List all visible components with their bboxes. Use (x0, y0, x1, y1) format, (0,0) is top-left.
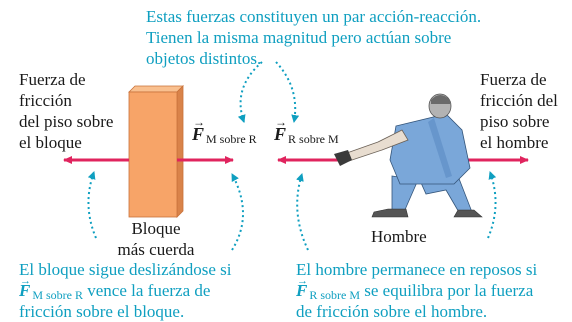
vector-symbol: F (296, 281, 308, 300)
bottom-left-line2-text: vence la fuerza de (87, 281, 211, 300)
block-label-line2: más cuerda (117, 240, 195, 259)
vector-arrow-glyph: → (297, 275, 308, 287)
right-friction-line1: Fuerza de (480, 70, 547, 89)
man-figure (334, 93, 483, 218)
left-friction-line3: del piso sobre (19, 112, 114, 131)
guide-bottom-left-friction (87, 171, 97, 239)
vector-subscript: R sobre M (288, 132, 339, 146)
guide-bottom-right-friction (487, 171, 497, 239)
man-label: Hombre (371, 227, 427, 246)
block-label-line1: Bloque (131, 219, 181, 238)
vector-symbol: F (19, 281, 31, 300)
vector-arrow-glyph: → (193, 115, 205, 129)
top-note-line1: Estas fuerzas constituyen un par acción-… (146, 7, 482, 26)
right-friction-line3: piso sobre (480, 112, 550, 131)
bottom-right-line1: El hombre permanece en reposos si (296, 260, 538, 279)
guide-top-right (275, 61, 300, 123)
top-note-line2: Tienen la misma magnitud pero actúan sob… (146, 28, 452, 47)
bottom-left-line3: fricción sobre el bloque. (19, 302, 185, 321)
top-note-line3: objetos distintos. (146, 49, 262, 68)
bottom-right-line3: de fricción sobre el hombre. (296, 302, 488, 321)
right-friction-line4: el hombre (480, 133, 549, 152)
bottom-left-line1: El bloque sigue deslizándose si (19, 260, 232, 279)
vector-symbol: F (274, 124, 287, 144)
guide-bottom-left-force (231, 173, 244, 251)
vector-subscript: M sobre R (32, 288, 84, 302)
right-friction-line2: fricción del (480, 91, 558, 110)
left-friction-line4: el bloque (19, 133, 82, 152)
block-shape (128, 85, 184, 218)
vector-symbol: F (192, 124, 205, 144)
bottom-right-line2-text: se equilibra por la fuerza (364, 281, 534, 300)
guide-top-left (237, 61, 263, 123)
left-friction-line2: fricción (19, 91, 72, 110)
vector-arrow-glyph: → (20, 275, 31, 287)
vector-subscript: M sobre R (206, 132, 257, 146)
guide-bottom-right-force (296, 173, 309, 251)
vector-arrow-glyph: → (275, 115, 287, 129)
vector-subscript: R sobre M (309, 288, 361, 302)
left-friction-line1: Fuerza de (19, 70, 86, 89)
